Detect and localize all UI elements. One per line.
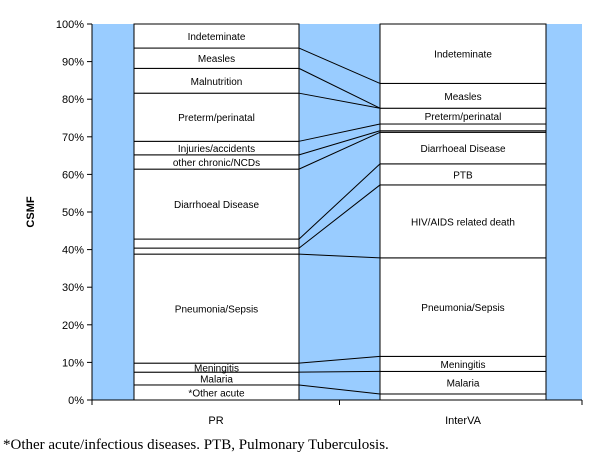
segment-label: HIV/AIDS related death xyxy=(411,217,515,228)
y-tick-label: 0% xyxy=(68,395,84,407)
bar-segment xyxy=(379,23,547,84)
segment-label: Pneumonia/Sepsis xyxy=(421,303,504,314)
y-tick-label: 70% xyxy=(62,132,84,144)
segment-label: Meningitis xyxy=(194,364,239,375)
bar-segment xyxy=(379,393,547,401)
connector-line xyxy=(298,163,381,240)
segment-label: Injuries/accidents xyxy=(178,144,255,155)
segment-label: Indeteminate xyxy=(188,32,246,43)
segment-label: Preterm/perinatal xyxy=(425,112,502,123)
connector-line xyxy=(298,47,381,84)
y-tick-label: 90% xyxy=(62,57,84,69)
x-tick-label: InterVA xyxy=(445,415,482,427)
bar-segment xyxy=(133,247,300,255)
y-tick-label: 30% xyxy=(62,282,84,294)
connector-line xyxy=(298,384,381,395)
segment-label: Diarrhoeal Disease xyxy=(420,144,505,155)
y-tick-label: 20% xyxy=(62,320,84,332)
bar-segment xyxy=(379,184,547,259)
bar-segment xyxy=(133,238,300,249)
y-tick-label: 10% xyxy=(62,357,84,369)
connector-line xyxy=(298,355,381,364)
segment-label: Malaria xyxy=(447,379,480,390)
connector-line xyxy=(298,123,381,142)
segment-label: other chronic/NCDs xyxy=(173,158,260,169)
connector-line xyxy=(298,130,381,156)
connector-line xyxy=(298,253,381,259)
segment-label: Measles xyxy=(444,92,481,103)
y-tick-label: 60% xyxy=(62,169,84,181)
bar-segment xyxy=(133,92,300,142)
segment-label: *Other acute xyxy=(188,388,245,399)
segment-label: Preterm/perinatal xyxy=(178,113,255,124)
connector-line xyxy=(298,370,381,373)
bar-segment xyxy=(379,123,547,132)
connector-line xyxy=(298,67,381,109)
connector-line xyxy=(298,131,381,170)
x-tick-label: PR xyxy=(208,415,223,427)
segment-label: Malaria xyxy=(200,375,233,386)
bar-segment xyxy=(133,23,300,49)
bar-segment xyxy=(379,82,547,109)
segment-label: Meningitis xyxy=(440,360,485,371)
y-tick-label: 100% xyxy=(56,19,84,31)
segment-label: PTB xyxy=(453,170,473,181)
y-axis-label: CSMF xyxy=(25,196,37,227)
figure-caption: *Other acute/infectious diseases. PTB, P… xyxy=(3,437,389,453)
bar-segment xyxy=(379,131,547,165)
bar-segment xyxy=(133,168,300,240)
segment-label: Measles xyxy=(198,54,235,65)
segment-label: Pneumonia/Sepsis xyxy=(175,305,258,316)
connector-line xyxy=(298,92,381,109)
y-tick-label: 40% xyxy=(62,245,84,257)
stacked-bar-chart: 0% 10% 20% 30% 40% 50% 60% 70% 80% 90% 100% CSMF *Ot… xyxy=(25,19,583,427)
y-tick-label: 50% xyxy=(62,207,84,219)
bar-segment xyxy=(379,257,547,357)
y-tick-label: 80% xyxy=(62,94,84,106)
connector-line xyxy=(298,184,381,249)
segment-label: Indeteminate xyxy=(434,50,492,61)
segment-label: Diarrhoeal Disease xyxy=(174,200,259,211)
segment-label: Malnutrition xyxy=(191,77,243,88)
